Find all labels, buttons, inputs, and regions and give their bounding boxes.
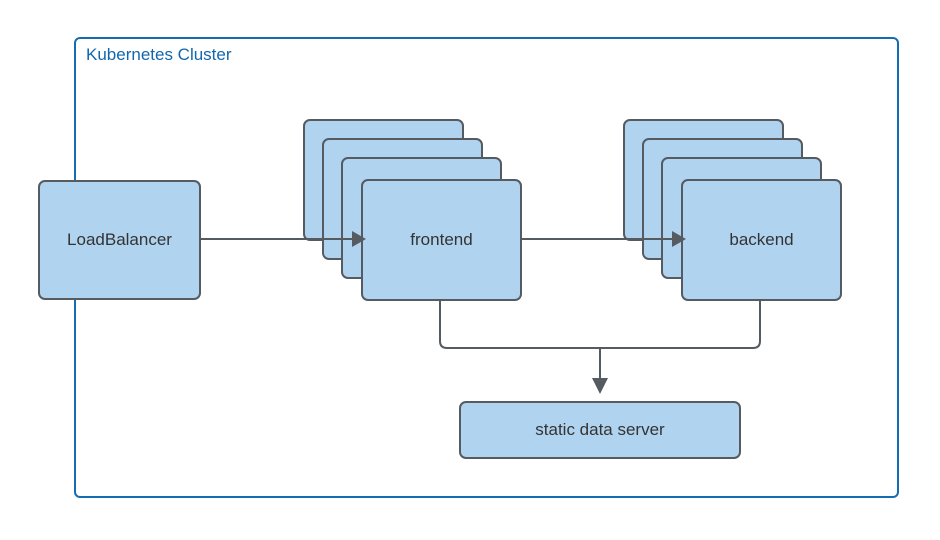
node-frontend-front-card[interactable]: frontend [361, 179, 522, 301]
node-backend-front-card[interactable]: backend [681, 179, 842, 301]
node-loadbalancer[interactable]: LoadBalancer [38, 180, 201, 300]
node-loadbalancer-label: LoadBalancer [67, 230, 172, 249]
node-static-data-server[interactable]: static data server [459, 401, 741, 459]
cluster-title-label: Kubernetes Cluster [86, 45, 232, 64]
node-frontend-label: frontend [410, 230, 473, 249]
node-frontend-stack[interactable]: frontend [303, 119, 523, 301]
node-backend-label: backend [729, 230, 794, 249]
node-static-data-server-label: static data server [535, 420, 665, 439]
node-backend-stack[interactable]: backend [623, 119, 843, 301]
